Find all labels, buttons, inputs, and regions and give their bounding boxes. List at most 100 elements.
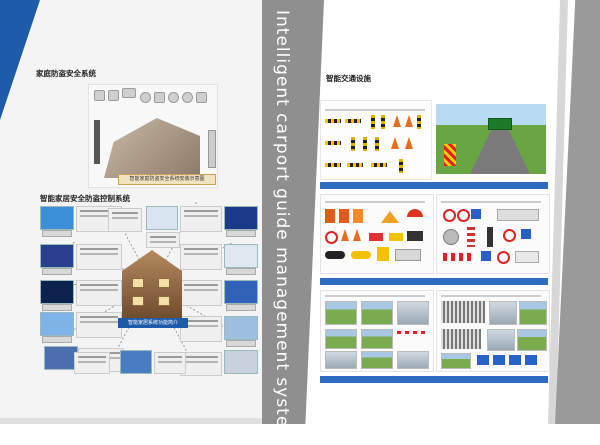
overhead-sign xyxy=(488,118,512,130)
barrier-block xyxy=(407,231,423,241)
bollard xyxy=(399,159,403,173)
traffic-sign xyxy=(471,209,481,219)
module-text xyxy=(154,352,186,374)
speed-bump xyxy=(345,119,361,123)
security-demo-caption: 智能家庭防盗安全系统安装示意图 xyxy=(118,174,216,185)
module-text xyxy=(74,352,110,374)
barrier-block xyxy=(389,233,403,241)
module-label xyxy=(42,304,72,311)
parking-photo xyxy=(325,329,357,349)
warning-triangle xyxy=(381,211,399,223)
traffic-sign xyxy=(521,229,531,239)
module-thumbnail xyxy=(224,350,258,374)
speed-bump xyxy=(371,163,387,167)
traffic-products-panel-4 xyxy=(320,290,434,372)
module-text xyxy=(146,232,180,248)
module-text xyxy=(180,206,222,232)
speed-bump xyxy=(347,163,363,167)
parking-photo xyxy=(361,329,393,349)
traffic-products-panel-5 xyxy=(436,290,550,372)
outdoor-camera-pole xyxy=(94,120,100,164)
module-thumbnail xyxy=(146,206,178,230)
device-icon xyxy=(108,90,119,101)
traffic-cone xyxy=(353,229,361,241)
bollard xyxy=(381,115,385,129)
module-thumbnail xyxy=(40,206,74,230)
center-caption: 智能家居系统功能简介 xyxy=(118,318,188,328)
safety-vest xyxy=(325,209,335,223)
speed-bump xyxy=(325,119,341,123)
module-text xyxy=(108,208,142,232)
divider-bar-1 xyxy=(320,182,548,189)
barrier-arm xyxy=(397,331,427,334)
module-text xyxy=(76,244,122,270)
device-icon xyxy=(182,92,193,103)
speed-bump xyxy=(325,163,341,167)
traffic-sign xyxy=(503,229,516,242)
speed-bump xyxy=(325,141,341,145)
parking-photo xyxy=(397,351,429,369)
divider-bar-2 xyxy=(320,278,548,285)
traffic-cone xyxy=(405,137,413,149)
parking-photo xyxy=(361,351,393,369)
wet-floor-sign xyxy=(377,247,389,261)
traffic-cone xyxy=(341,229,349,241)
device-icon xyxy=(154,92,165,103)
module-text xyxy=(76,280,122,306)
module-thumbnail xyxy=(120,350,152,374)
left-bottom-strip xyxy=(0,418,300,424)
panel-caption-line xyxy=(325,109,425,111)
parking-sign xyxy=(509,355,521,365)
road-sign-board xyxy=(515,251,539,263)
module-label xyxy=(226,268,256,275)
security-section-title: 家庭防盗安全系统 xyxy=(36,69,96,78)
device-icon xyxy=(94,90,105,101)
module-thumbnail xyxy=(40,280,74,304)
device-icon xyxy=(140,92,151,103)
module-text xyxy=(180,352,222,376)
bollard xyxy=(351,137,355,151)
traffic-section-title: 智能交通设施 xyxy=(326,74,371,83)
security-device-row xyxy=(92,88,212,106)
device-icon xyxy=(168,92,179,103)
parking-sign xyxy=(493,355,505,365)
column-guard xyxy=(467,227,475,247)
module-text xyxy=(180,244,222,270)
gate-photo xyxy=(441,353,471,369)
module-text xyxy=(76,312,122,338)
bollard xyxy=(375,137,379,151)
traffic-products-panel-2 xyxy=(320,194,434,274)
traffic-light xyxy=(487,227,493,247)
module-label xyxy=(226,230,256,237)
house-window xyxy=(158,296,170,306)
traffic-products-panel-3 xyxy=(436,194,550,274)
control-section-title: 智能家居安全防盗控制系统 xyxy=(40,194,130,203)
traffic-sign xyxy=(457,209,470,222)
module-label xyxy=(42,268,72,275)
parking-photo xyxy=(325,301,357,325)
highway-road xyxy=(470,124,530,174)
highway-photo xyxy=(436,104,546,174)
parking-photo xyxy=(397,301,429,325)
module-label xyxy=(226,340,256,347)
module-thumbnail xyxy=(224,280,258,304)
traffic-products-panel-1 xyxy=(320,100,432,180)
gate-photo xyxy=(517,329,547,351)
gate-photo xyxy=(519,301,547,325)
parking-sign xyxy=(477,355,489,365)
bollard xyxy=(371,115,375,129)
wheel-stopper xyxy=(325,251,345,259)
traffic-cone xyxy=(391,137,399,149)
module-label xyxy=(42,336,72,343)
traffic-cone xyxy=(405,115,413,127)
crash-barrier xyxy=(444,144,456,166)
traffic-sign xyxy=(325,231,338,244)
road-sign-board xyxy=(497,209,539,221)
bollard xyxy=(417,115,421,129)
convex-mirror xyxy=(443,229,459,245)
left-corner-accent xyxy=(0,0,40,120)
traffic-cone xyxy=(393,115,401,127)
traffic-sign xyxy=(497,251,510,264)
safety-vest xyxy=(353,209,363,223)
retractable-gate xyxy=(441,301,485,323)
